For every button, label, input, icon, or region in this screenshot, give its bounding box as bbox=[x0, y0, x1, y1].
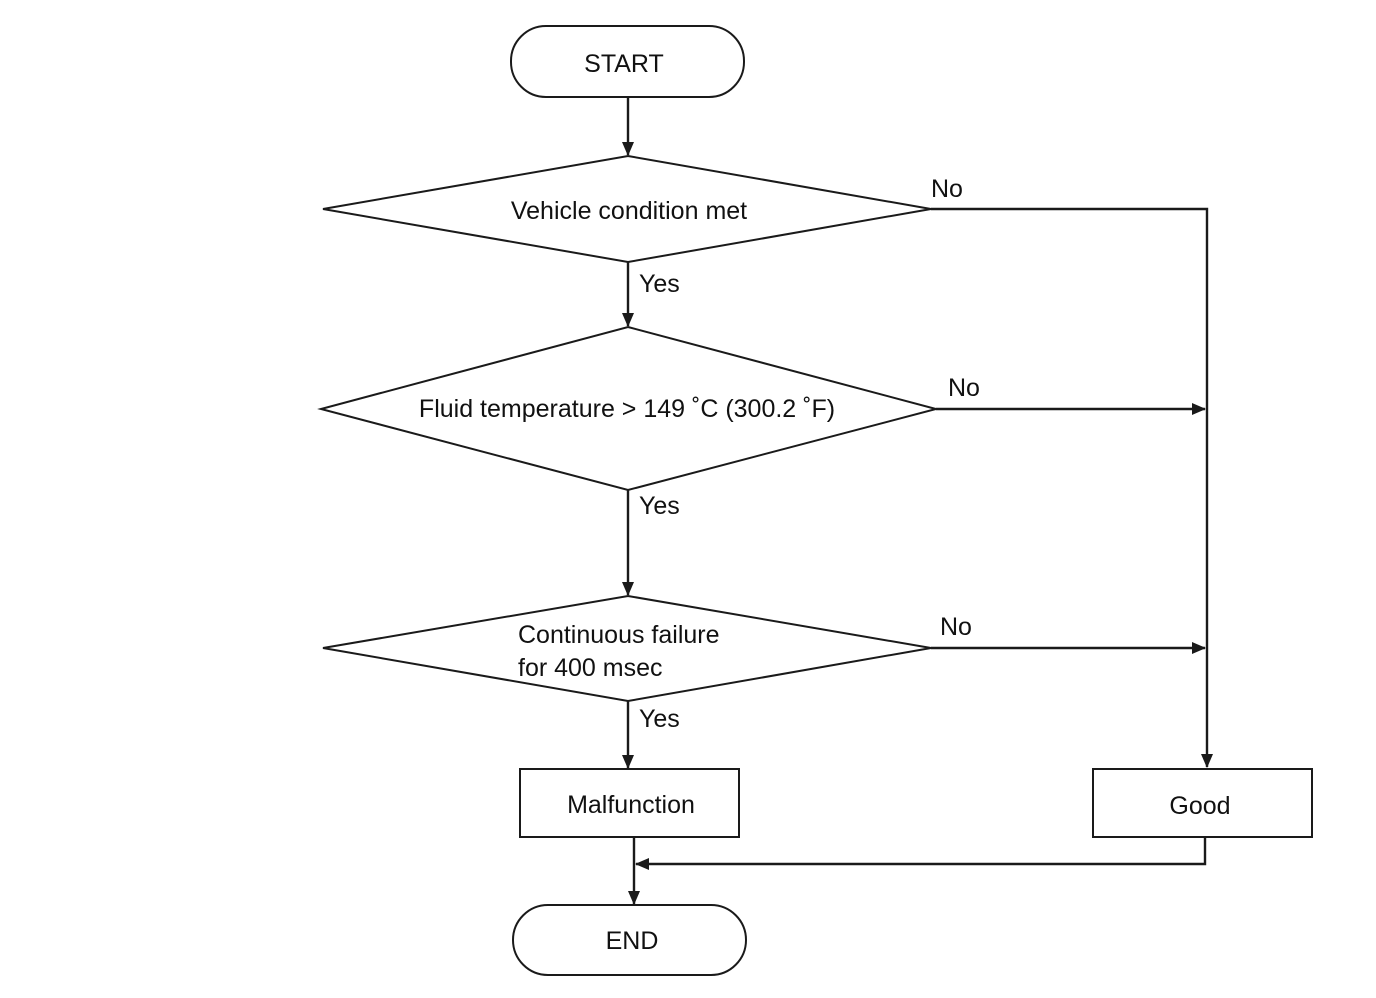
good-box bbox=[1092, 768, 1313, 838]
start-node: START bbox=[510, 25, 745, 98]
continuous-failure-label-line1: Continuous failure bbox=[518, 621, 720, 649]
malfunction-label: Malfunction bbox=[567, 791, 695, 819]
vehicle-condition-yes-label: Yes bbox=[639, 270, 680, 298]
start-terminal-shape bbox=[510, 25, 745, 98]
malfunction-node: Malfunction bbox=[519, 768, 740, 838]
continuous-failure-decision: Continuous failure for 400 msec bbox=[322, 594, 932, 703]
arrow-vehicle-condition-no bbox=[931, 207, 1213, 768]
continuous-failure-diamond bbox=[322, 594, 932, 703]
continuous-failure-yes-label: Yes bbox=[639, 705, 680, 733]
connectors bbox=[622, 98, 1213, 905]
vehicle-condition-decision: Vehicle condition met bbox=[322, 154, 932, 264]
vehicle-condition-diamond bbox=[322, 154, 932, 264]
fluid-temperature-no-label: No bbox=[948, 374, 980, 402]
fluid-temperature-diamond bbox=[317, 325, 940, 492]
malfunction-box bbox=[519, 768, 740, 838]
good-label: Good bbox=[1169, 792, 1230, 820]
end-terminal-shape bbox=[512, 904, 747, 976]
start-label: START bbox=[584, 50, 664, 78]
fluid-temperature-decision: Fluid temperature > 149 ˚C (300.2 ˚F) bbox=[317, 325, 940, 492]
end-label: END bbox=[606, 927, 659, 955]
continuous-failure-label-line2: for 400 msec bbox=[518, 654, 663, 682]
continuous-failure-no-label: No bbox=[940, 613, 972, 641]
arrow-good-to-end bbox=[635, 837, 1207, 870]
end-node: END bbox=[512, 904, 747, 976]
good-node: Good bbox=[1092, 768, 1313, 838]
edge-labels: No Yes No Yes No Yes bbox=[639, 175, 980, 733]
fluid-temperature-yes-label: Yes bbox=[639, 492, 680, 520]
fluid-temperature-label: Fluid temperature > 149 ˚C (300.2 ˚F) bbox=[419, 395, 835, 423]
vehicle-condition-no-label: No bbox=[931, 175, 963, 203]
vehicle-condition-label: Vehicle condition met bbox=[511, 197, 747, 225]
